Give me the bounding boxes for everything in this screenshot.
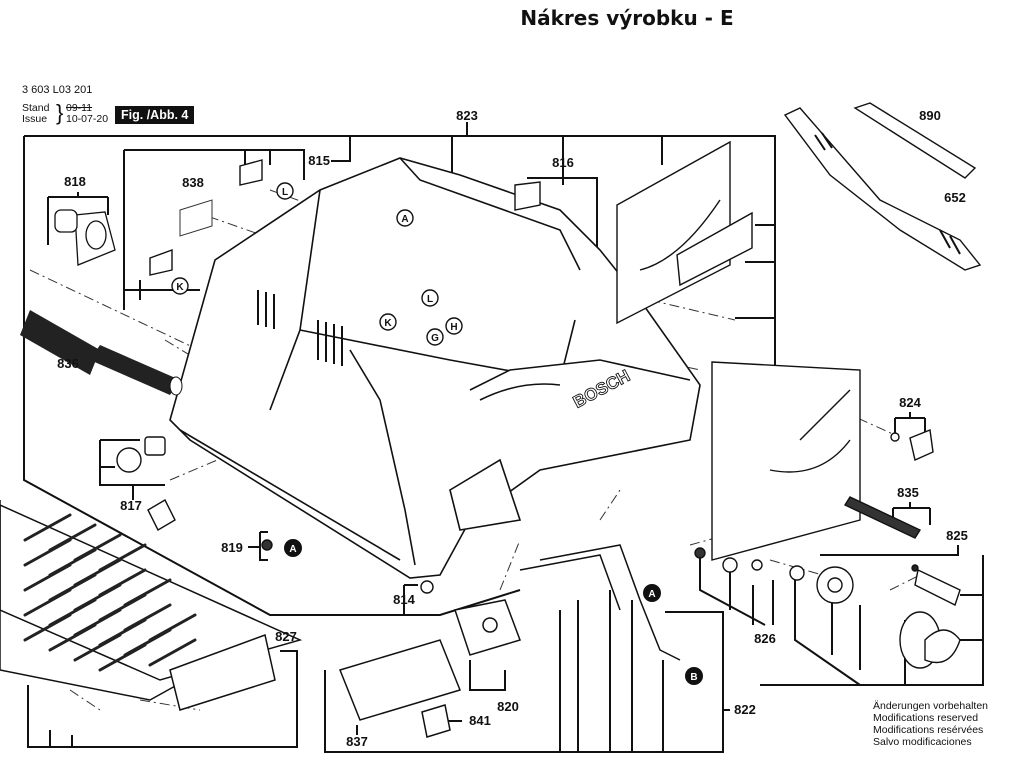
marker-A-top: A: [396, 209, 414, 227]
svg-text:L: L: [282, 187, 288, 198]
part-labels: 823 815 816 818 838 836 890 652 824 835 …: [57, 108, 968, 749]
part-label-835: 835: [897, 485, 919, 500]
part-label-817: 817: [120, 498, 142, 513]
part-label-815: 815: [308, 153, 330, 168]
part-label-890: 890: [919, 108, 941, 123]
part-label-816: 816: [552, 155, 574, 170]
small-parts: [116, 159, 961, 669]
blade-guard-plates: [616, 140, 861, 561]
svg-text:A: A: [648, 589, 655, 600]
footer-note-fr: Modifications resérvées: [873, 724, 984, 736]
svg-text:A: A: [401, 214, 408, 225]
part-label-822: 822: [734, 702, 756, 717]
label-sticker: [179, 199, 213, 237]
footer-note-de: Änderungen vorbehalten: [873, 700, 989, 712]
part-label-827: 827: [275, 629, 297, 644]
old-date: 09-11: [66, 102, 93, 114]
part-label-823: 823: [456, 108, 478, 123]
svg-text:B: B: [690, 672, 697, 683]
part-label-824: 824: [899, 395, 921, 410]
part-label-825: 825: [946, 528, 968, 543]
part-label-820: 820: [497, 699, 519, 714]
issue-date: 10-07-20: [66, 113, 109, 125]
marker-A-filled-left: A: [284, 539, 302, 557]
base-plate: [0, 500, 303, 701]
svg-text:G: G: [431, 333, 439, 344]
stand-label: Stand: [22, 102, 50, 114]
base-slots: [23, 513, 197, 672]
frame-left: [23, 136, 521, 616]
part-label-826: 826: [754, 631, 776, 646]
footer-notes: Änderungen vorbehalten Modifications res…: [873, 700, 988, 748]
svg-text:K: K: [176, 282, 184, 293]
marker-G: G: [426, 328, 444, 346]
issue-label: Issue: [22, 113, 48, 125]
part-label-652: 652: [944, 190, 966, 205]
svg-text:H: H: [450, 322, 457, 333]
part-label-836: 836: [57, 356, 79, 371]
stand-issue-block: Stand Issue } 09-11 10-07-20: [22, 102, 108, 125]
marker-K-left: K: [171, 277, 189, 295]
callout-markers: A L L K K G H A A B: [171, 182, 703, 685]
part-label-814: 814: [393, 592, 415, 607]
bracket-lines: [23, 122, 984, 753]
dust-hose: [20, 310, 183, 396]
part-label-819: 819: [221, 540, 243, 555]
switch-assembly: [169, 544, 681, 738]
marker-K-housing: K: [379, 313, 397, 331]
document-number: 3 603 L03 201: [22, 84, 93, 96]
marker-B-filled: B: [685, 667, 703, 685]
footer-note-es: Salvo modificaciones: [873, 736, 972, 748]
marker-L-housing: L: [421, 289, 439, 307]
svg-text:A: A: [289, 544, 296, 555]
marker-L-top: L: [276, 182, 294, 200]
saw-housing: [169, 157, 701, 579]
part-label-837: 837: [346, 734, 368, 749]
housing-vents: [257, 290, 343, 366]
part-label-841: 841: [469, 713, 491, 728]
push-stick: [783, 102, 982, 271]
svg-text:K: K: [384, 318, 392, 329]
marker-H: H: [445, 317, 463, 335]
footer-note-en: Modifications reserved: [873, 712, 979, 724]
part-label-818: 818: [64, 174, 86, 189]
svg-text:L: L: [427, 294, 433, 305]
page-title: Nákres výrobku - E: [520, 6, 734, 30]
figure-badge: Fig. /Abb. 4: [115, 106, 195, 124]
brace-icon: }: [56, 100, 64, 125]
dust-adapter: [54, 209, 116, 266]
marker-A-filled-right: A: [643, 584, 661, 602]
part-label-838: 838: [182, 175, 204, 190]
dates: 09-11 10-07-20: [66, 103, 108, 125]
